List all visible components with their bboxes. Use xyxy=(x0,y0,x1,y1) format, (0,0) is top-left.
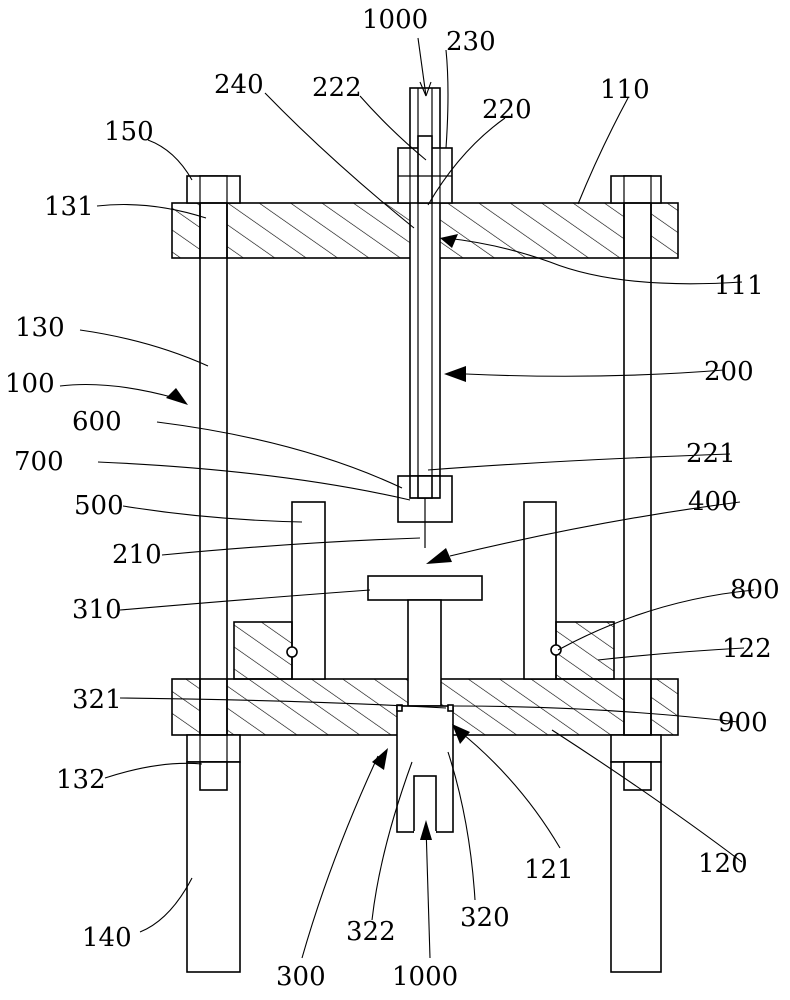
label-230: 230 xyxy=(446,27,496,57)
platen-310 xyxy=(367,575,483,601)
label-600: 600 xyxy=(72,407,122,437)
leader-lines xyxy=(59,37,755,959)
right-top-nut xyxy=(610,175,662,204)
label-150: 150 xyxy=(104,117,154,147)
block-122-left xyxy=(233,621,293,680)
seal-900-left xyxy=(396,704,403,712)
label-900: 900 xyxy=(718,708,768,738)
arrow-111 xyxy=(440,234,458,248)
label-140: 140 xyxy=(82,923,132,953)
label-700: 700 xyxy=(14,447,64,477)
label-1000-bottom: 1000 xyxy=(392,962,458,992)
reference-labels: 1000 230 240 222 220 110 150 131 111 130… xyxy=(5,5,780,992)
label-222: 222 xyxy=(312,73,362,103)
arrow-200 xyxy=(444,366,466,382)
label-400: 400 xyxy=(688,487,738,517)
left-column-130 xyxy=(199,175,228,791)
label-500: 500 xyxy=(74,491,124,521)
right-lower-nut xyxy=(610,734,662,763)
label-322: 322 xyxy=(346,917,396,947)
right-column xyxy=(623,175,652,791)
label-132: 132 xyxy=(56,765,106,795)
upper-clamp-200 xyxy=(397,87,453,548)
label-120: 120 xyxy=(698,849,748,879)
label-111: 111 xyxy=(714,271,764,301)
pin-800-right xyxy=(550,644,562,656)
pin-800-left xyxy=(286,646,298,658)
arrow-300 xyxy=(372,748,388,770)
right-leg xyxy=(610,761,662,973)
stem xyxy=(407,599,442,707)
label-131: 131 xyxy=(44,192,94,222)
seal-900-right xyxy=(447,704,454,712)
arrow-1000-bottom xyxy=(420,820,432,840)
label-800: 800 xyxy=(730,575,780,605)
label-300: 300 xyxy=(276,962,326,992)
arrow-400 xyxy=(426,548,452,564)
label-220: 220 xyxy=(482,95,532,125)
arrow-100 xyxy=(166,388,188,405)
block-122-right xyxy=(555,621,615,680)
label-200: 200 xyxy=(704,357,754,387)
left-nut-132 xyxy=(186,734,241,763)
label-100: 100 xyxy=(5,369,55,399)
label-310: 310 xyxy=(72,595,122,625)
label-210: 210 xyxy=(112,540,162,570)
label-240: 240 xyxy=(214,70,264,100)
label-121: 121 xyxy=(524,855,574,885)
label-110: 110 xyxy=(600,75,650,105)
label-320: 320 xyxy=(460,903,510,933)
left-nut-150 xyxy=(186,175,241,204)
arrow-121 xyxy=(452,724,470,744)
label-321: 321 xyxy=(72,685,122,715)
left-leg-140 xyxy=(186,761,241,973)
label-122: 122 xyxy=(722,634,772,664)
label-130: 130 xyxy=(15,313,65,343)
support-post-500 xyxy=(291,501,326,680)
label-1000-top: 1000 xyxy=(362,5,428,35)
lower-assembly-300 xyxy=(233,501,615,833)
label-221: 221 xyxy=(686,439,736,469)
